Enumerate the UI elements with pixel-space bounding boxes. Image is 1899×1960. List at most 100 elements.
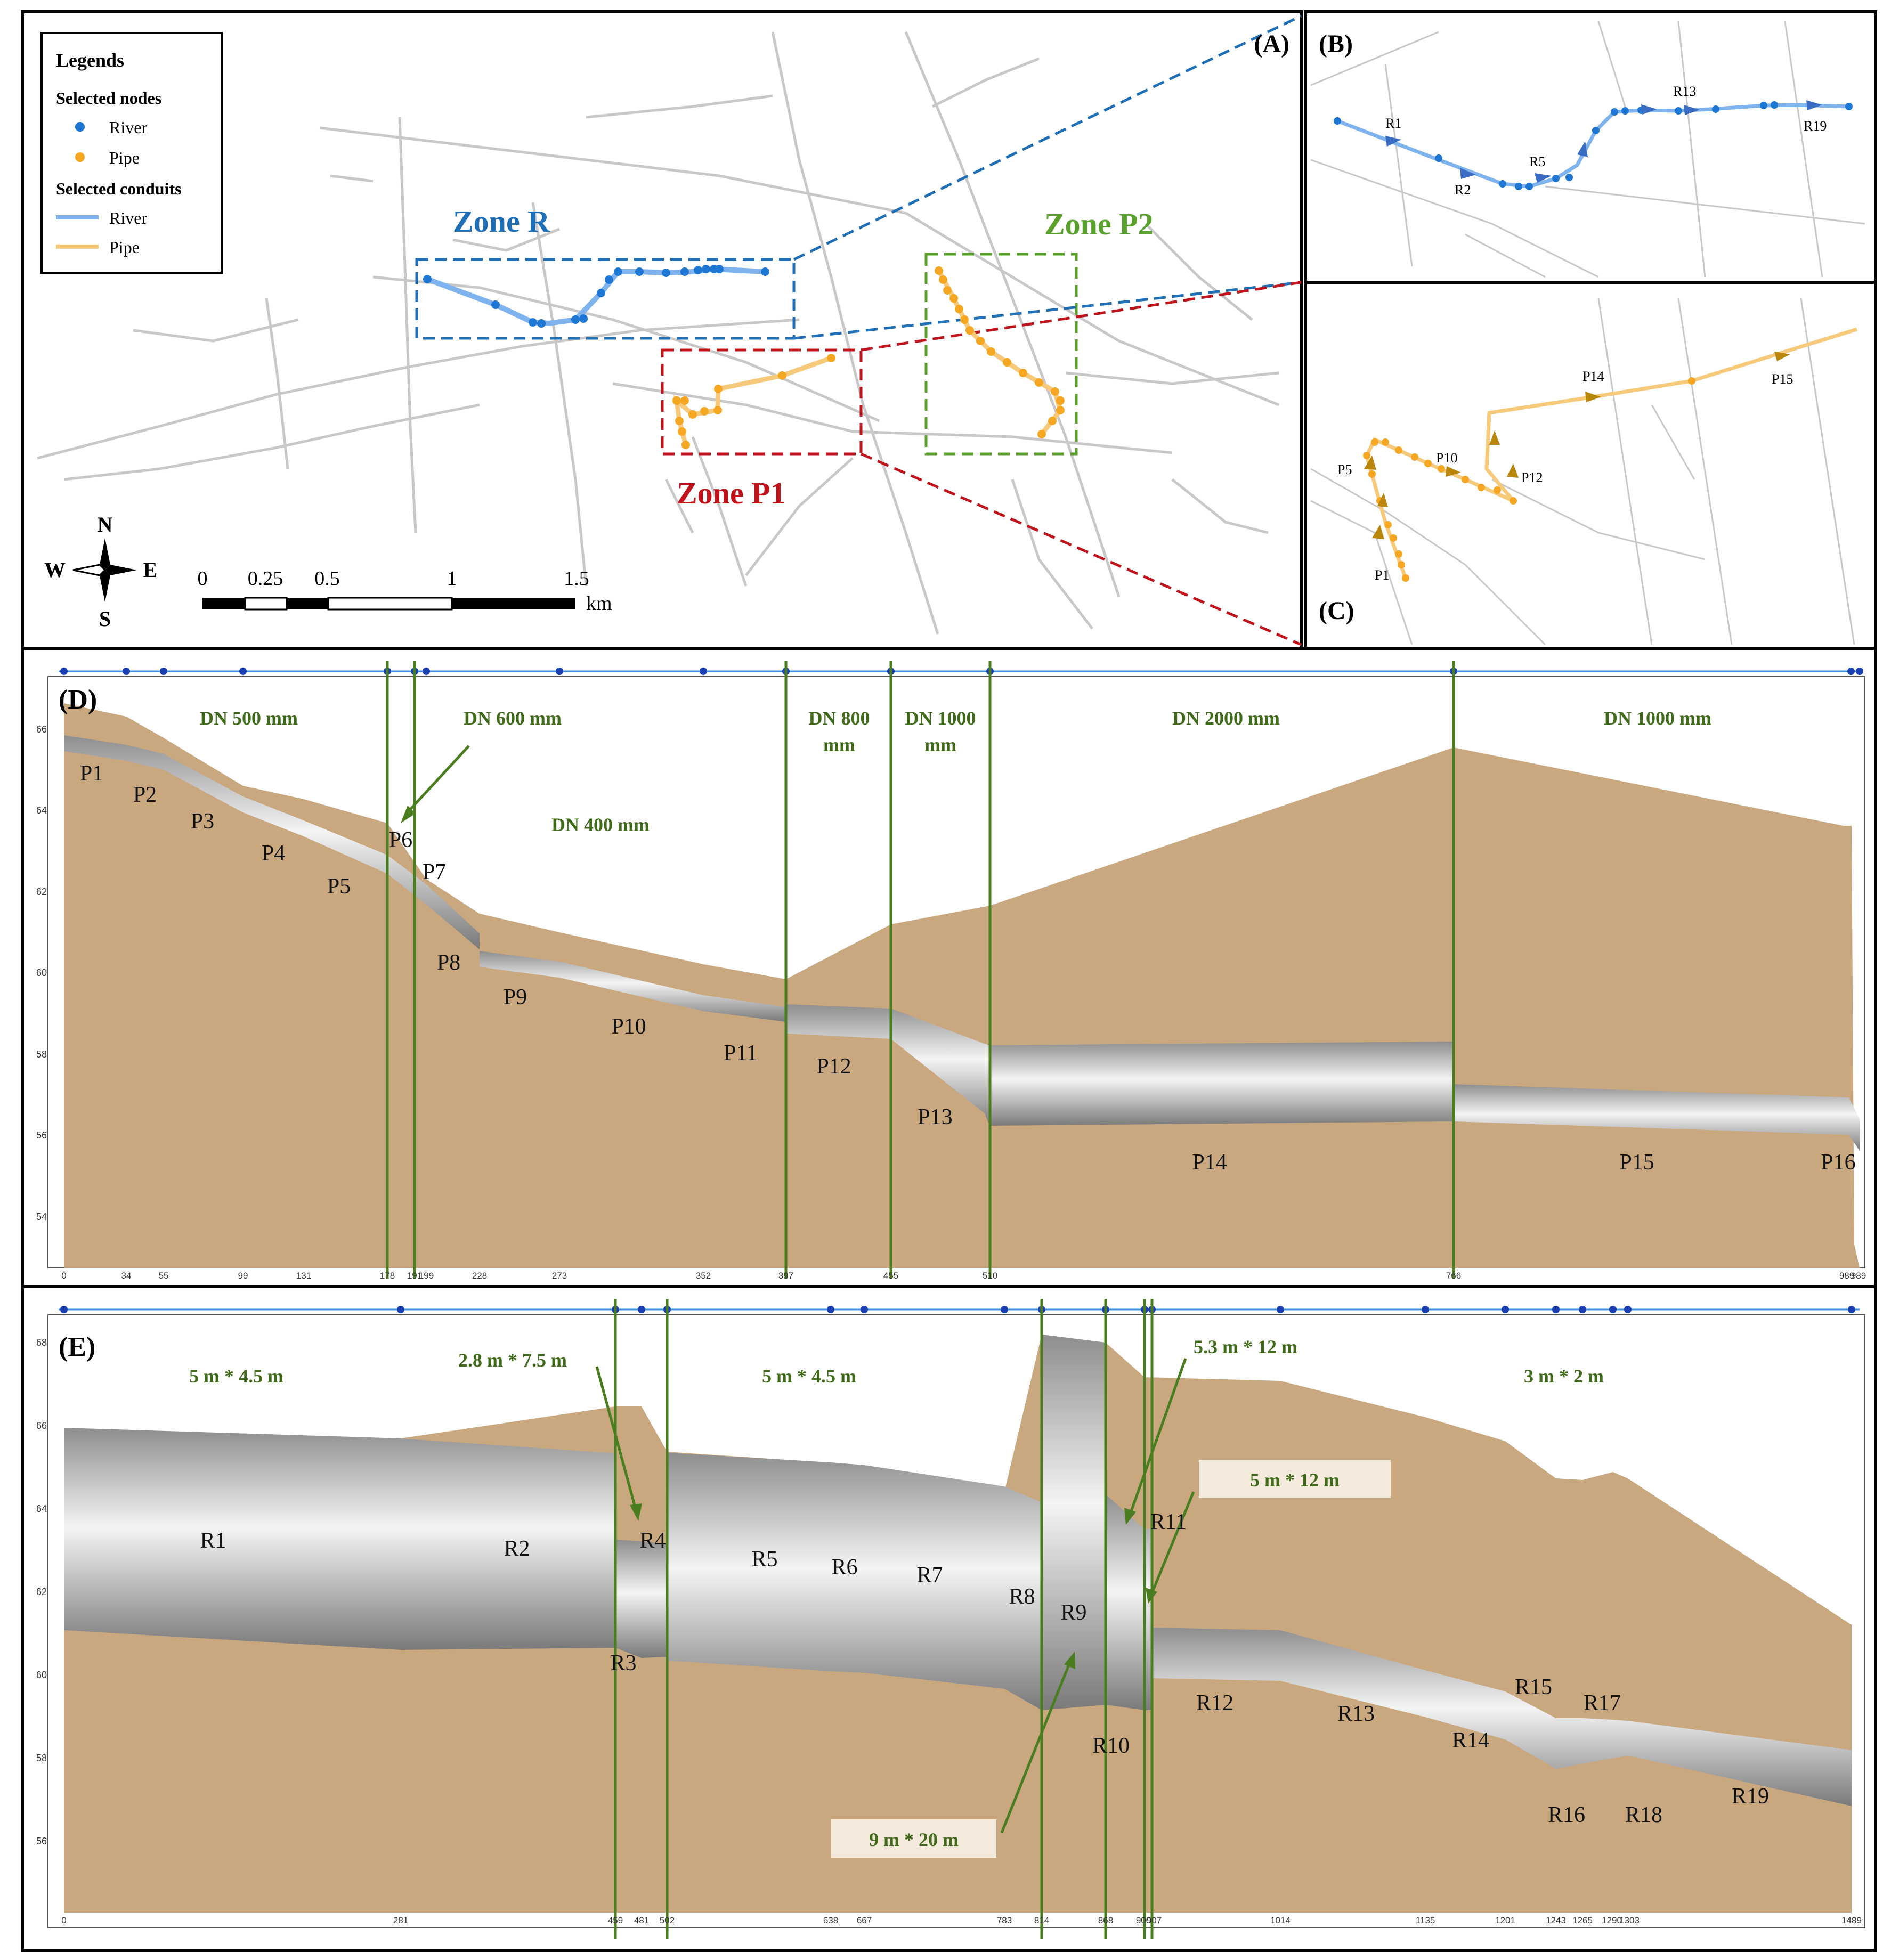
svg-text:R2: R2 [504, 1536, 530, 1561]
panel-c-p15-label: P15 [1772, 371, 1793, 387]
svg-text:66: 66 [36, 724, 47, 735]
svg-text:Legends: Legends [56, 50, 124, 71]
svg-text:P3: P3 [191, 809, 214, 834]
d-dn600-arrow [404, 745, 470, 816]
svg-text:DN 800: DN 800 [809, 707, 870, 729]
svg-text:5 m * 12 m: 5 m * 12 m [1250, 1469, 1340, 1491]
panel-b-roads [1310, 21, 1865, 278]
svg-text:P4: P4 [262, 841, 285, 866]
e-callout-labels: 5 m * 12 m 9 m * 20 m [869, 1469, 1340, 1850]
svg-text:R3: R3 [610, 1651, 636, 1676]
svg-text:989: 989 [1839, 1271, 1854, 1281]
svg-text:P14: P14 [1192, 1150, 1227, 1175]
svg-text:5 m * 4.5 m: 5 m * 4.5 m [762, 1365, 856, 1387]
svg-text:1290: 1290 [1602, 1915, 1622, 1925]
svg-text:907: 907 [1147, 1915, 1162, 1925]
svg-text:3 m * 2 m: 3 m * 2 m [1524, 1365, 1604, 1387]
svg-text:P13: P13 [918, 1105, 952, 1129]
pipe-nodes [672, 266, 1065, 449]
svg-text:56: 56 [36, 1130, 47, 1141]
panel-d-label: (D) [59, 685, 97, 715]
svg-text:R17: R17 [1584, 1691, 1621, 1715]
svg-text:191: 191 [407, 1271, 422, 1281]
svg-text:1: 1 [447, 567, 457, 590]
svg-text:455: 455 [883, 1271, 898, 1281]
svg-text:R4: R4 [639, 1528, 666, 1553]
svg-text:DN 600 mm: DN 600 mm [464, 707, 562, 729]
zone-p1-box [661, 348, 863, 456]
svg-text:228: 228 [472, 1271, 487, 1281]
svg-text:273: 273 [552, 1271, 567, 1281]
svg-text:56: 56 [36, 1836, 47, 1847]
d-pipe-p15-p16 [1454, 1084, 1860, 1151]
svg-text:62: 62 [36, 887, 47, 897]
svg-text:1135: 1135 [1416, 1915, 1435, 1925]
d-dn-labels: DN 500 mm DN 600 mm DN 400 mm DN 800 mm … [200, 707, 1711, 835]
svg-text:R12: R12 [1196, 1691, 1233, 1715]
svg-text:R1: R1 [200, 1528, 226, 1553]
svg-text:1303: 1303 [1619, 1915, 1640, 1925]
e-callout-arrowheads [630, 1503, 1157, 1669]
panel-b-r5-label: R5 [1529, 154, 1545, 169]
svg-text:R18: R18 [1625, 1803, 1662, 1827]
panel-b-r19-label: R19 [1804, 118, 1827, 134]
d-pipe-upper [64, 735, 480, 949]
zoom-line-r-bottom [793, 281, 1302, 340]
svg-text:64: 64 [36, 805, 47, 816]
scale-bar: 0 0.25 0.5 1 1.5 km [198, 567, 612, 615]
svg-text:R7: R7 [916, 1563, 943, 1588]
e-channel-r3-r4 [615, 1540, 667, 1658]
panel-b-nodes [1334, 101, 1853, 190]
zone-r-label: Zone R [453, 204, 550, 239]
svg-text:P10: P10 [611, 1014, 646, 1039]
svg-text:Selected conduits: Selected conduits [56, 179, 182, 198]
panel-c-p5-label: P5 [1337, 462, 1352, 477]
svg-text:Pipe: Pipe [109, 148, 140, 167]
svg-text:R14: R14 [1452, 1728, 1489, 1753]
svg-text:River: River [109, 118, 147, 137]
compass-icon: N S E W [44, 513, 157, 631]
svg-text:P1: P1 [80, 761, 103, 786]
svg-text:R15: R15 [1515, 1675, 1552, 1699]
svg-text:W: W [44, 558, 66, 582]
svg-text:99: 99 [238, 1271, 248, 1281]
e-channel-r12-r19 [1152, 1628, 1852, 1806]
svg-text:R16: R16 [1548, 1803, 1585, 1827]
svg-text:0.25: 0.25 [248, 567, 283, 590]
svg-text:S: S [99, 607, 111, 631]
svg-text:R9: R9 [1060, 1600, 1086, 1625]
panel-c-p14-label: P14 [1583, 369, 1604, 384]
svg-text:459: 459 [608, 1915, 623, 1925]
panel-b-r2-label: R2 [1455, 182, 1471, 198]
svg-text:DN 1000 mm: DN 1000 mm [1604, 707, 1711, 729]
panel-c-label: (C) [1319, 597, 1354, 625]
svg-text:814: 814 [1034, 1915, 1049, 1925]
svg-text:R6: R6 [831, 1555, 857, 1580]
legend-river-node-icon [75, 122, 85, 132]
svg-text:mm: mm [823, 734, 855, 755]
e-channel-r1-r2 [64, 1428, 615, 1650]
zone-r-box [415, 258, 796, 340]
panel-b-r13-label: R13 [1673, 84, 1696, 99]
svg-text:R19: R19 [1732, 1784, 1769, 1809]
svg-text:mm: mm [924, 734, 956, 755]
e-node-markers [60, 1306, 1855, 1313]
panel-c-p1-label: P1 [1375, 567, 1389, 583]
svg-text:P9: P9 [504, 985, 527, 1010]
svg-text:68: 68 [36, 1337, 47, 1348]
zoom-line-p1-top [861, 281, 1302, 352]
svg-text:P8: P8 [437, 950, 460, 975]
svg-text:34: 34 [121, 1271, 132, 1281]
svg-text:60: 60 [36, 967, 47, 978]
e-size-labels: 5 m * 4.5 m 2.8 m * 7.5 m 5 m * 4.5 m 5.… [189, 1336, 1604, 1387]
panel-b-label: (B) [1319, 30, 1353, 58]
svg-text:55: 55 [159, 1271, 169, 1281]
panel-b-river [1336, 103, 1849, 189]
svg-text:989: 989 [1851, 1271, 1866, 1281]
river-nodes [423, 265, 769, 328]
svg-text:River: River [109, 208, 147, 227]
e-callout-arrows [595, 1358, 1195, 1833]
